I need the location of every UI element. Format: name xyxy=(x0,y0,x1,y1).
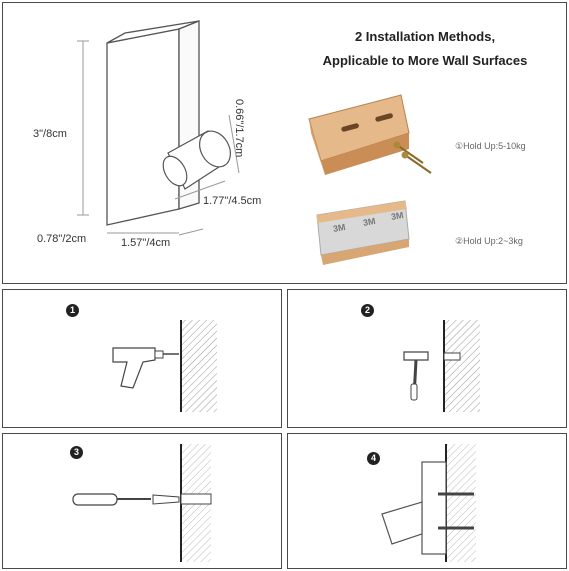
tape-3m-text-2: 3M xyxy=(362,215,377,229)
tape-3m-text-3: 3M xyxy=(390,209,405,223)
peg-diameter-label: 0.66"/1.7cm xyxy=(233,99,245,158)
depth-dimension-label: 0.78"/2cm xyxy=(37,233,87,245)
step-4-panel: 4 xyxy=(287,433,567,569)
step-1-number: 1 xyxy=(66,304,79,317)
step-3-screwdriver-illustration xyxy=(72,444,212,562)
step-3-number: 3 xyxy=(70,446,83,459)
step-3-panel: 3 xyxy=(2,433,282,569)
page-title-line2: Applicable to More Wall Surfaces xyxy=(322,53,528,68)
step-4-mounted-hook-illustration xyxy=(381,444,476,562)
step-4-number: 4 xyxy=(367,452,380,465)
step-2-hammer-illustration xyxy=(403,320,480,412)
tape-method-label: ②Hold Up:2~3kg xyxy=(455,236,523,246)
step-2-number: 2 xyxy=(361,304,374,317)
tape-3m-text-1: 3M xyxy=(332,221,347,235)
product-overview-panel: 3"/8cm 0.78"/2cm 1.57"/4cm 0.66"/1.7cm 1… xyxy=(2,2,567,284)
tape-mount-block-image xyxy=(316,200,410,265)
height-dimension-label: 3"/8cm xyxy=(33,128,67,140)
screw-method-label: ①Hold Up:5-10kg xyxy=(455,141,526,151)
width-dimension-label: 1.57"/4cm xyxy=(121,237,171,249)
screw-mount-block-image xyxy=(308,94,432,175)
peg-length-label: 1.77"/4.5cm xyxy=(203,195,262,207)
step-2-panel: 2 xyxy=(287,289,567,428)
hook-dimension-drawing xyxy=(77,20,240,236)
page-title-line1: 2 Installation Methods, xyxy=(354,29,496,44)
step-1-drill-illustration xyxy=(112,320,217,412)
step-1-panel: 1 xyxy=(2,289,282,428)
